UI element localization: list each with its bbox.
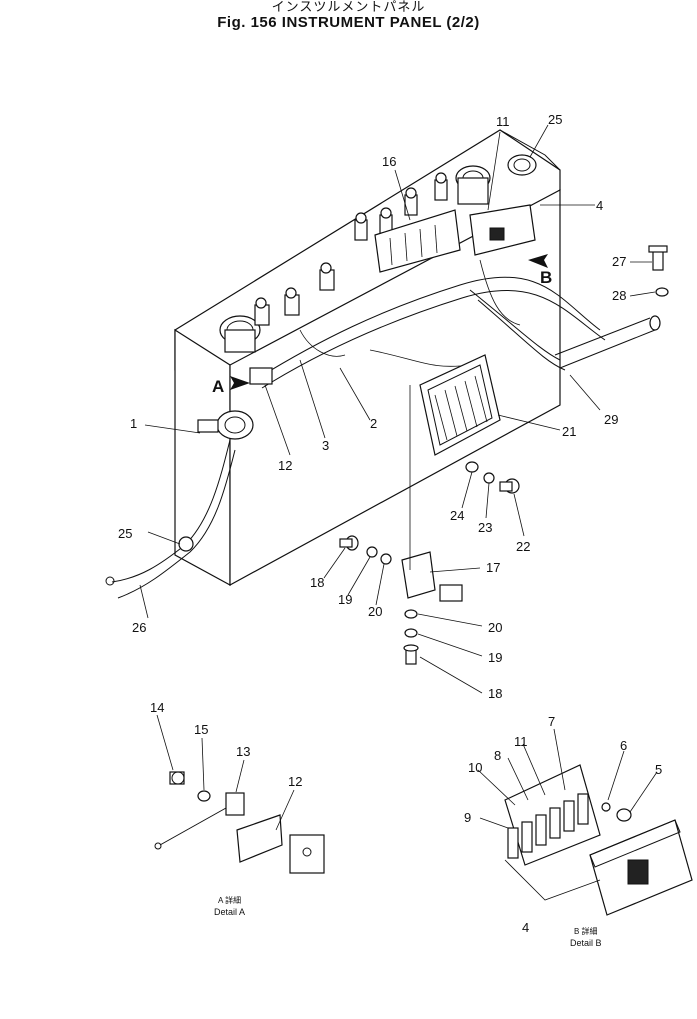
callout-25: 25 (548, 112, 562, 127)
callout-29: 29 (604, 412, 618, 427)
fasteners-group-right (465, 245, 669, 494)
view-arrow-a: A (212, 376, 250, 396)
callout-11b: 11 (514, 734, 528, 749)
callout-12b: 12 (288, 774, 302, 789)
callout-21: 21 (562, 424, 576, 439)
cab-light-grille (419, 354, 501, 456)
callout-24: 24 (450, 508, 464, 523)
callout-19: 19 (338, 592, 352, 607)
callout-12: 12 (278, 458, 292, 473)
callout-27: 27 (612, 254, 626, 269)
instrument-panel-housing (174, 129, 561, 587)
callout-10: 10 (468, 760, 482, 775)
callout-7: 7 (548, 714, 555, 729)
callout-2: 2 (370, 416, 377, 431)
view-marker-a: A (212, 377, 224, 396)
callout-16: 16 (382, 154, 396, 169)
callout-4b: 4 (522, 920, 529, 935)
key-switch (197, 410, 254, 440)
callout-17: 17 (486, 560, 500, 575)
callout-18: 18 (310, 575, 324, 590)
callout-23: 23 (478, 520, 492, 535)
callout-1: 1 (130, 416, 137, 431)
callout-5: 5 (655, 762, 662, 777)
callout-18b: 18 (488, 686, 502, 701)
connector-part (249, 367, 273, 385)
callout-13: 13 (236, 744, 250, 759)
view-arrow-b: B (528, 254, 552, 287)
callout-8: 8 (494, 748, 501, 763)
callout-19b: 19 (488, 650, 502, 665)
view-marker-b: B (540, 268, 552, 287)
detail-b-parts (504, 764, 693, 916)
detail-b-caption: B 詳細 Detail B (570, 926, 602, 948)
detail-a-caption: A 詳細 Detail A (214, 895, 245, 917)
callout-3: 3 (322, 438, 329, 453)
callout-4: 4 (596, 198, 603, 213)
figure-title: Fig. 156 INSTRUMENT PANEL (2/2) (217, 14, 480, 31)
callout-9: 9 (464, 810, 471, 825)
leader-lines (139, 124, 658, 901)
part-callouts: 1 2 3 4 11 25 16 12 25 26 21 29 27 28 24… (118, 112, 662, 935)
wiring-harness (105, 259, 661, 599)
detail-a-caption-jp: A 詳細 (218, 895, 241, 905)
callout-11: 11 (496, 114, 510, 129)
detail-b-caption-jp: B 詳細 (574, 926, 598, 936)
callout-22: 22 (516, 539, 530, 554)
callout-20b: 20 (488, 620, 502, 635)
callout-14: 14 (150, 700, 164, 715)
detail-a-parts (154, 771, 325, 874)
callout-28: 28 (612, 288, 626, 303)
figure-title-japanese: インスツルメントパネル (271, 0, 426, 14)
detail-b-caption-label: Detail B (570, 938, 602, 948)
callout-26: 26 (132, 620, 146, 635)
bracket-and-bolts (339, 385, 463, 665)
callout-15: 15 (194, 722, 208, 737)
panel-gauges-and-switches (219, 165, 536, 353)
callout-6: 6 (620, 738, 627, 753)
detail-a-caption-label: Detail A (214, 907, 245, 917)
callout-20: 20 (368, 604, 382, 619)
callout-25b: 25 (118, 526, 132, 541)
